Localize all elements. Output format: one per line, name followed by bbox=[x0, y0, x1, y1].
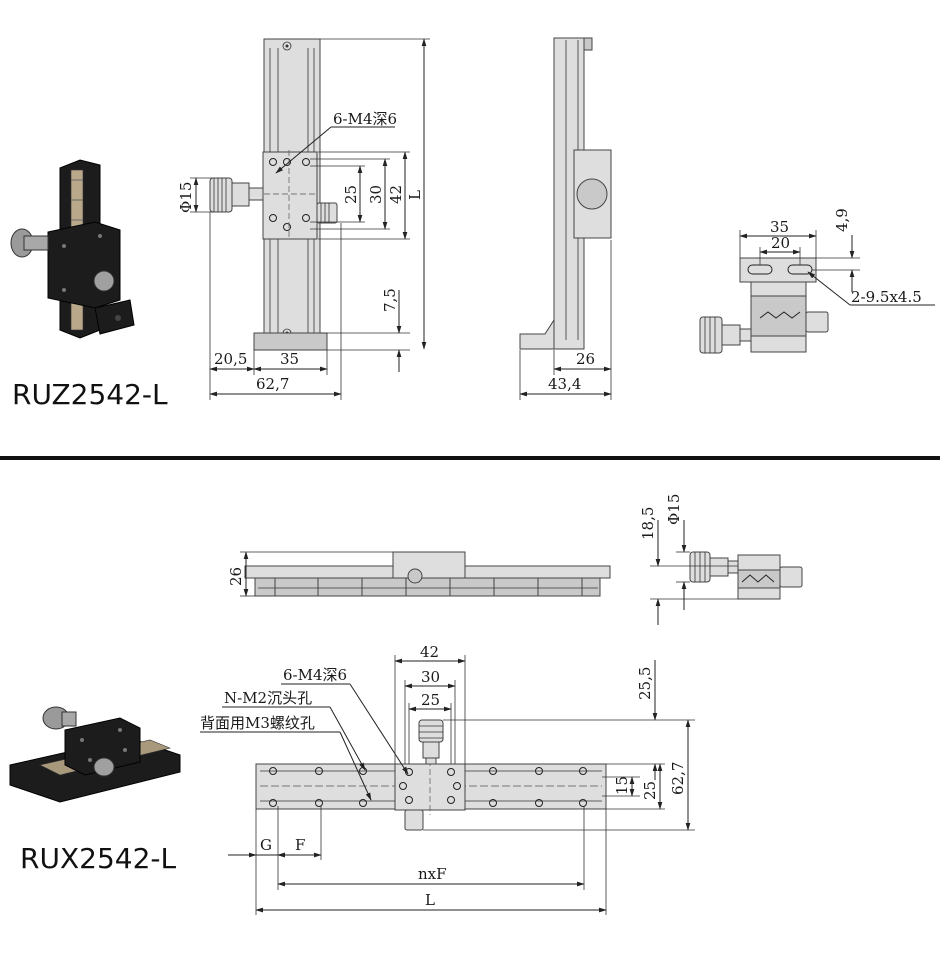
rux-cbore-note: N-M2沉头孔 bbox=[224, 689, 312, 707]
rux-side-view bbox=[689, 551, 803, 600]
ruz-side-dimensions: 26 43,4 bbox=[519, 240, 612, 400]
bracket-slot-note: 2-9.5x4.5 bbox=[851, 288, 922, 306]
ruz-phi-label: Φ15 bbox=[177, 182, 195, 213]
ruz-front-dimensions: 6-M4深6 Φ15 25 30 42 L 7,5 20,5 35 62,7 bbox=[177, 38, 430, 400]
ruz-side-dim-43-4: 43,4 bbox=[548, 375, 581, 393]
rux-dim-F: F bbox=[295, 836, 305, 854]
ruz-dim-35: 35 bbox=[280, 350, 299, 368]
ruz-bracket-dimensions: 35 20 4,9 2-9.5x4.5 bbox=[739, 208, 935, 306]
rux-plan-dim-25-5: 25,5 bbox=[636, 667, 654, 700]
rux-plan-dim-62-7: 62,7 bbox=[669, 762, 687, 795]
rux-front-dimensions: 26 bbox=[227, 551, 393, 597]
rux-side-phi: Φ15 bbox=[665, 494, 683, 525]
ruz-bracket-view bbox=[699, 257, 829, 354]
rux-hole-note: 6-M4深6 bbox=[283, 666, 347, 684]
rux-front-view bbox=[244, 551, 611, 597]
ruz-dim-62-7: 62,7 bbox=[256, 375, 289, 393]
bracket-dim-20: 20 bbox=[771, 234, 790, 252]
ruz-dim-20-5: 20,5 bbox=[214, 350, 247, 368]
ruz-dim-7-5: 7,5 bbox=[381, 288, 399, 312]
rux-plan-dim-15: 15 bbox=[613, 776, 631, 795]
ruz-product-photo bbox=[10, 159, 135, 339]
rux-front-dim-26: 26 bbox=[227, 567, 245, 586]
rux-product-photo bbox=[9, 706, 181, 803]
rux-dim-G: G bbox=[260, 836, 272, 854]
rux-dim-L: L bbox=[425, 891, 435, 909]
rux-rear-note: 背面用M3螺纹孔 bbox=[200, 714, 315, 732]
ruz-side-dim-26: 26 bbox=[576, 350, 595, 368]
ruz-side-view bbox=[519, 37, 612, 350]
rux-dim-nxF: nxF bbox=[418, 865, 447, 883]
ruz-dim-42: 42 bbox=[387, 185, 405, 204]
ruz-dim-30: 30 bbox=[367, 185, 385, 204]
rux-side-dimensions: 18,5 Φ15 bbox=[639, 494, 738, 625]
rux-plan-view bbox=[255, 719, 607, 831]
bracket-dim-35: 35 bbox=[770, 218, 789, 236]
rux-side-dim-18-5: 18,5 bbox=[639, 507, 657, 540]
rux-plan-dim-25: 25 bbox=[421, 691, 440, 709]
section-divider bbox=[0, 456, 940, 460]
rux-model-label: RUX2542-L bbox=[20, 842, 176, 875]
rux-plan-dimensions: 6-M4深6 N-M2沉头孔 背面用M3螺纹孔 42 30 25 25,5 15… bbox=[200, 643, 695, 915]
ruz-front-view bbox=[209, 38, 338, 351]
ruz-model-label: RUZ2542-L bbox=[12, 378, 168, 411]
rux-plan-dim-30: 30 bbox=[421, 668, 440, 686]
rux-plan-dim-42: 42 bbox=[420, 643, 439, 661]
ruz-dim-L: L bbox=[406, 190, 424, 200]
rux-plan-dim-25-v: 25 bbox=[641, 781, 659, 800]
bracket-dim-4-9: 4,9 bbox=[833, 208, 851, 232]
ruz-hole-note: 6-M4深6 bbox=[333, 110, 397, 128]
ruz-dim-25: 25 bbox=[342, 185, 360, 204]
